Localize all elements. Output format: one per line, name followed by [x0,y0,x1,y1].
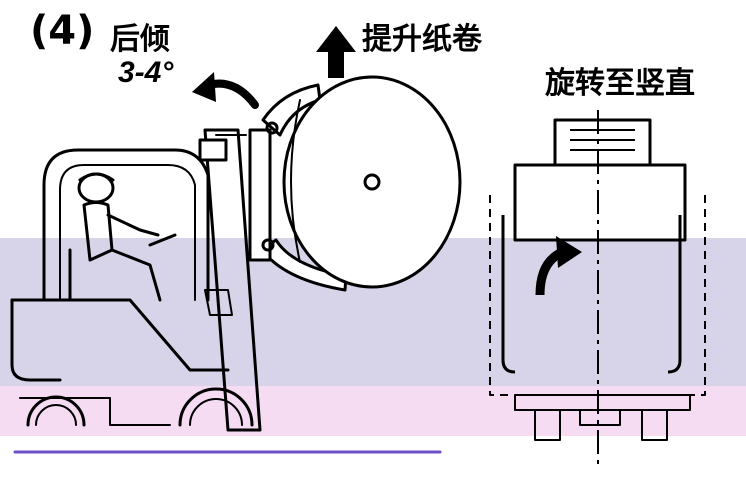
roll-top-view [553,118,652,167]
operator-arm [106,213,160,237]
counterweight [10,298,62,382]
operator-leg [110,248,162,302]
tilt-arrow-head [192,72,216,102]
lift-arrow-head [316,26,356,52]
left-clamp-arm [501,215,516,374]
paper-roll [282,75,462,289]
right-clamp-outline [688,195,706,396]
operator-body [82,201,114,262]
left-clamp-outline [489,195,508,396]
lift-arrow-shaft [328,50,344,78]
upper-clamp-arm [261,83,322,137]
chassis [10,298,230,372]
roll-front-view [513,163,687,242]
overhead-guard [42,148,210,302]
mast [203,128,262,432]
lift-roll-label: 提升纸卷 [362,22,482,57]
step-title: 后倾 [110,22,170,57]
rotate-vertical-label: 旋转至竖直 [545,66,695,101]
step-number: (4) [30,8,95,54]
clamp-carriage [248,128,272,262]
front-wheel [178,387,254,427]
tilt-angle-label: 3-4° [118,56,174,89]
roll-core [363,173,381,191]
rotate-arrow-head [556,236,582,268]
